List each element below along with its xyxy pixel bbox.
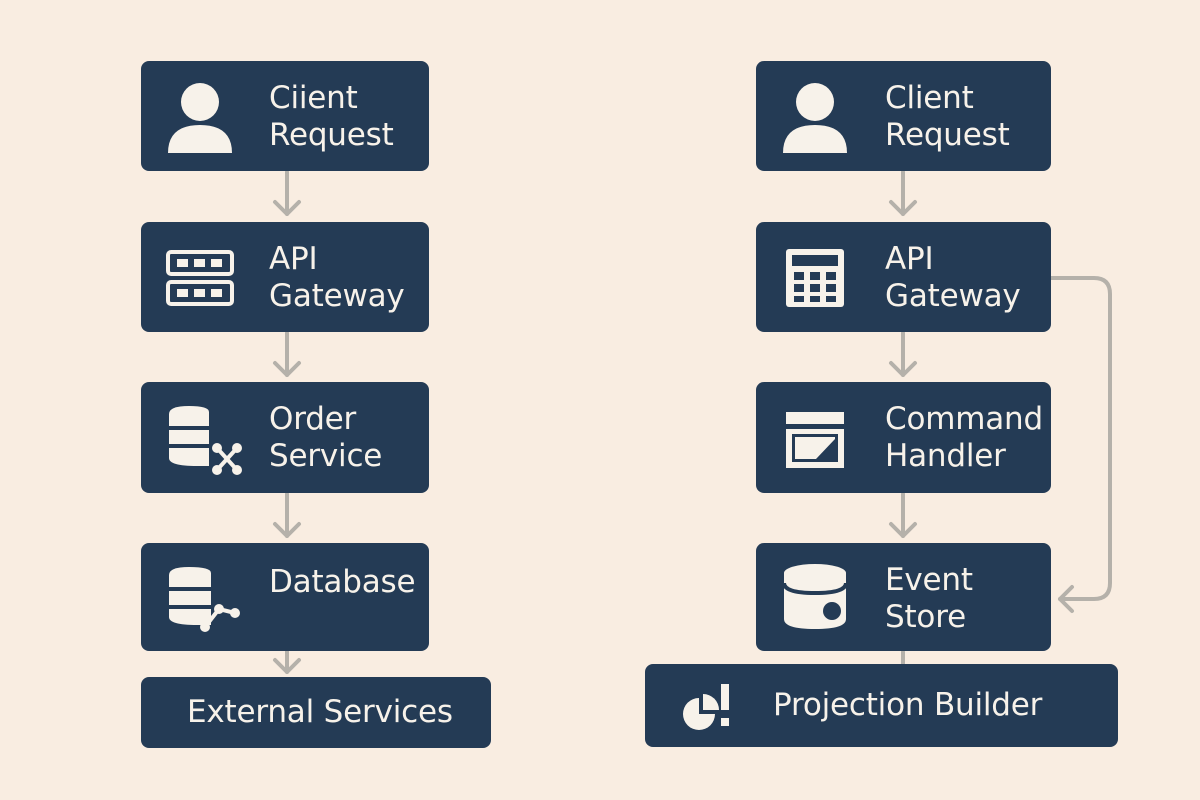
- arrow-left-order-to-database: [273, 492, 301, 538]
- right-client-request-box[interactable]: Client Request: [756, 61, 1051, 171]
- right-command-line2: Handler: [885, 438, 1006, 474]
- database-network-icon: [169, 406, 242, 475]
- right-client-line2: Request: [885, 117, 1010, 153]
- database-share-icon: [169, 567, 240, 632]
- calculator-grid-icon: [786, 249, 844, 307]
- arrow-right-gateway-bypass-to-event-store: [1049, 276, 1112, 613]
- right-projection-builder-box[interactable]: Projection Builder: [645, 664, 1118, 747]
- left-database-label: Database: [269, 564, 416, 600]
- right-command-handler-box[interactable]: Command Handler: [756, 382, 1051, 493]
- right-gateway-line1: API: [885, 241, 934, 277]
- right-gateway-line2: Gateway: [885, 278, 1021, 314]
- left-gateway-line1: API: [269, 241, 318, 277]
- left-api-gateway-box[interactable]: API Gateway: [141, 222, 429, 332]
- arrow-right-command-to-event-store: [889, 492, 917, 538]
- right-event-store-box[interactable]: Event Store: [756, 543, 1051, 651]
- right-api-gateway-box[interactable]: API Gateway: [756, 222, 1051, 332]
- server-rack-icon: [166, 250, 234, 306]
- arrow-right-gateway-to-command: [889, 331, 917, 377]
- right-event-line1: Event: [885, 562, 973, 598]
- database-dot-icon: [782, 564, 848, 629]
- left-order-line2: Service: [269, 438, 383, 474]
- left-gateway-line2: Gateway: [269, 278, 405, 314]
- right-event-line2: Store: [885, 599, 966, 635]
- arrow-left-gateway-to-order: [273, 331, 301, 377]
- arrow-right-client-to-gateway: [889, 170, 917, 216]
- window-icon: [786, 412, 844, 468]
- left-client-line2: Request: [269, 117, 394, 153]
- left-client-line1: Ciient: [269, 80, 358, 116]
- right-projection-label: Projection Builder: [773, 687, 1043, 723]
- left-external-label: External Services: [187, 694, 453, 730]
- left-client-request-box[interactable]: Ciient Request: [141, 61, 429, 171]
- left-order-service-box[interactable]: Order Service: [141, 382, 429, 493]
- left-database-box[interactable]: Database: [141, 543, 429, 651]
- right-client-line1: Client: [885, 80, 974, 116]
- pie-chart-icon: [683, 684, 729, 730]
- arrow-left-client-to-gateway: [273, 170, 301, 216]
- right-command-line1: Command: [885, 401, 1043, 437]
- left-external-services-box[interactable]: External Services: [141, 677, 491, 748]
- user-icon: [168, 83, 232, 153]
- user-icon: [783, 83, 847, 153]
- left-order-line1: Order: [269, 401, 357, 437]
